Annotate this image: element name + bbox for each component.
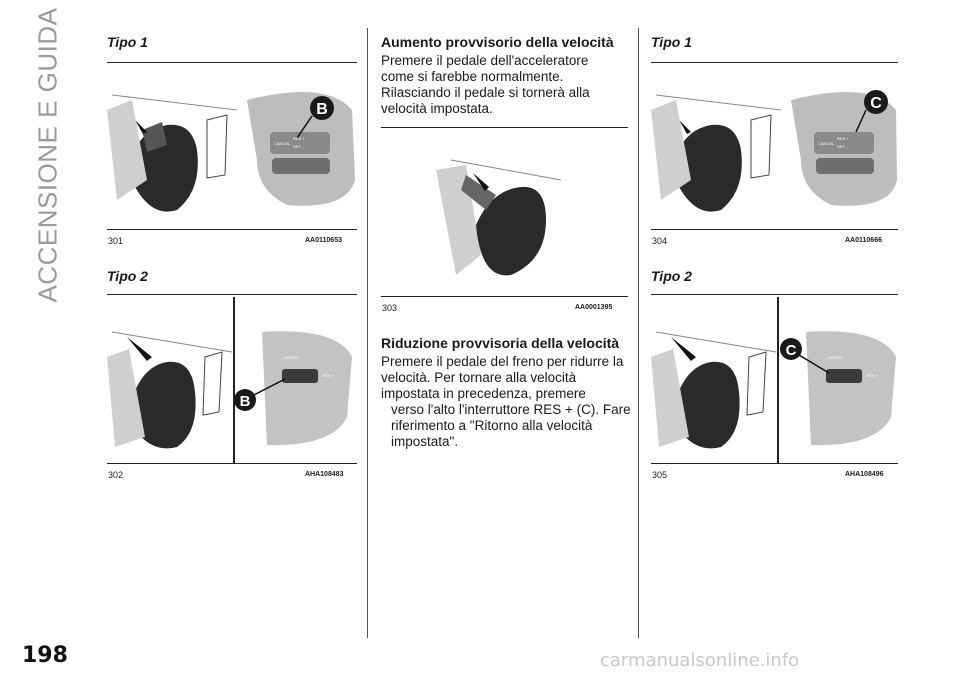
- figure-304-steering-switch: C RES + SET - CANCEL: [651, 70, 898, 228]
- callout-label: C: [870, 95, 882, 112]
- rule: [107, 463, 357, 464]
- figure-303-pedal: [381, 135, 628, 293]
- button-label: RES +: [837, 136, 849, 141]
- rule: [381, 296, 628, 297]
- button-label: SET -: [837, 144, 848, 149]
- rule: [651, 294, 898, 295]
- paragraph-increase: Premere il pedale dell'acceleratore come…: [381, 53, 590, 116]
- figure-code: AHA108483: [305, 471, 344, 478]
- button-label: RES +: [293, 136, 305, 141]
- rule: [107, 229, 357, 230]
- figure-number: 301: [108, 236, 124, 246]
- figure-code: AHA108496: [845, 471, 884, 478]
- paragraph-decrease: Premere il pedale del freno per ridurre …: [381, 354, 631, 449]
- col1-heading-type2: Tipo 2: [107, 268, 148, 284]
- rule: [651, 229, 898, 230]
- figure-number: 302: [108, 470, 124, 480]
- button-label: CANCEL: [283, 355, 300, 360]
- column-divider: [638, 28, 639, 638]
- figure-code: AA0110653: [305, 237, 342, 244]
- button-label: CANCEL: [274, 141, 291, 146]
- col1-heading-type1: Tipo 1: [107, 34, 148, 50]
- rule: [651, 463, 898, 464]
- rule: [107, 62, 357, 63]
- figure-302-steering-switch: B CANCEL RES +: [107, 297, 357, 463]
- button-label: RES +: [322, 373, 334, 378]
- rule: [381, 127, 628, 128]
- column-divider: [367, 28, 368, 638]
- col3-heading-type2: Tipo 2: [651, 268, 692, 284]
- callout-label: B: [240, 393, 251, 410]
- section-heading-decrease: Riduzione provvisoria della velocità: [381, 335, 620, 351]
- callout-label: B: [316, 101, 328, 118]
- section-heading-increase: Aumento provvisorio della velocità: [381, 34, 614, 50]
- rule: [107, 294, 357, 295]
- button-label: CANCEL: [827, 355, 844, 360]
- figure-305-steering-switch: C CANCEL RES +: [651, 297, 898, 463]
- button-label: CANCEL: [818, 141, 835, 146]
- callout-label: C: [786, 342, 797, 359]
- col3-heading-type1: Tipo 1: [651, 34, 692, 50]
- figure-code: AA0001395: [575, 304, 613, 311]
- side-section-title: ACCENSIONE E GUIDA: [32, 7, 63, 303]
- rule: [651, 62, 898, 63]
- button-label: RES +: [866, 373, 878, 378]
- figure-301-steering-switch: B RES + SET - CANCEL: [107, 70, 357, 228]
- watermark: carmanualsonline.info: [600, 650, 800, 671]
- page-number: 198: [22, 643, 68, 668]
- figure-number: 305: [652, 470, 668, 480]
- figure-code: AA0110666: [845, 237, 882, 244]
- figure-number: 303: [382, 303, 398, 313]
- figure-number: 304: [652, 236, 668, 246]
- button-label: SET -: [293, 144, 304, 149]
